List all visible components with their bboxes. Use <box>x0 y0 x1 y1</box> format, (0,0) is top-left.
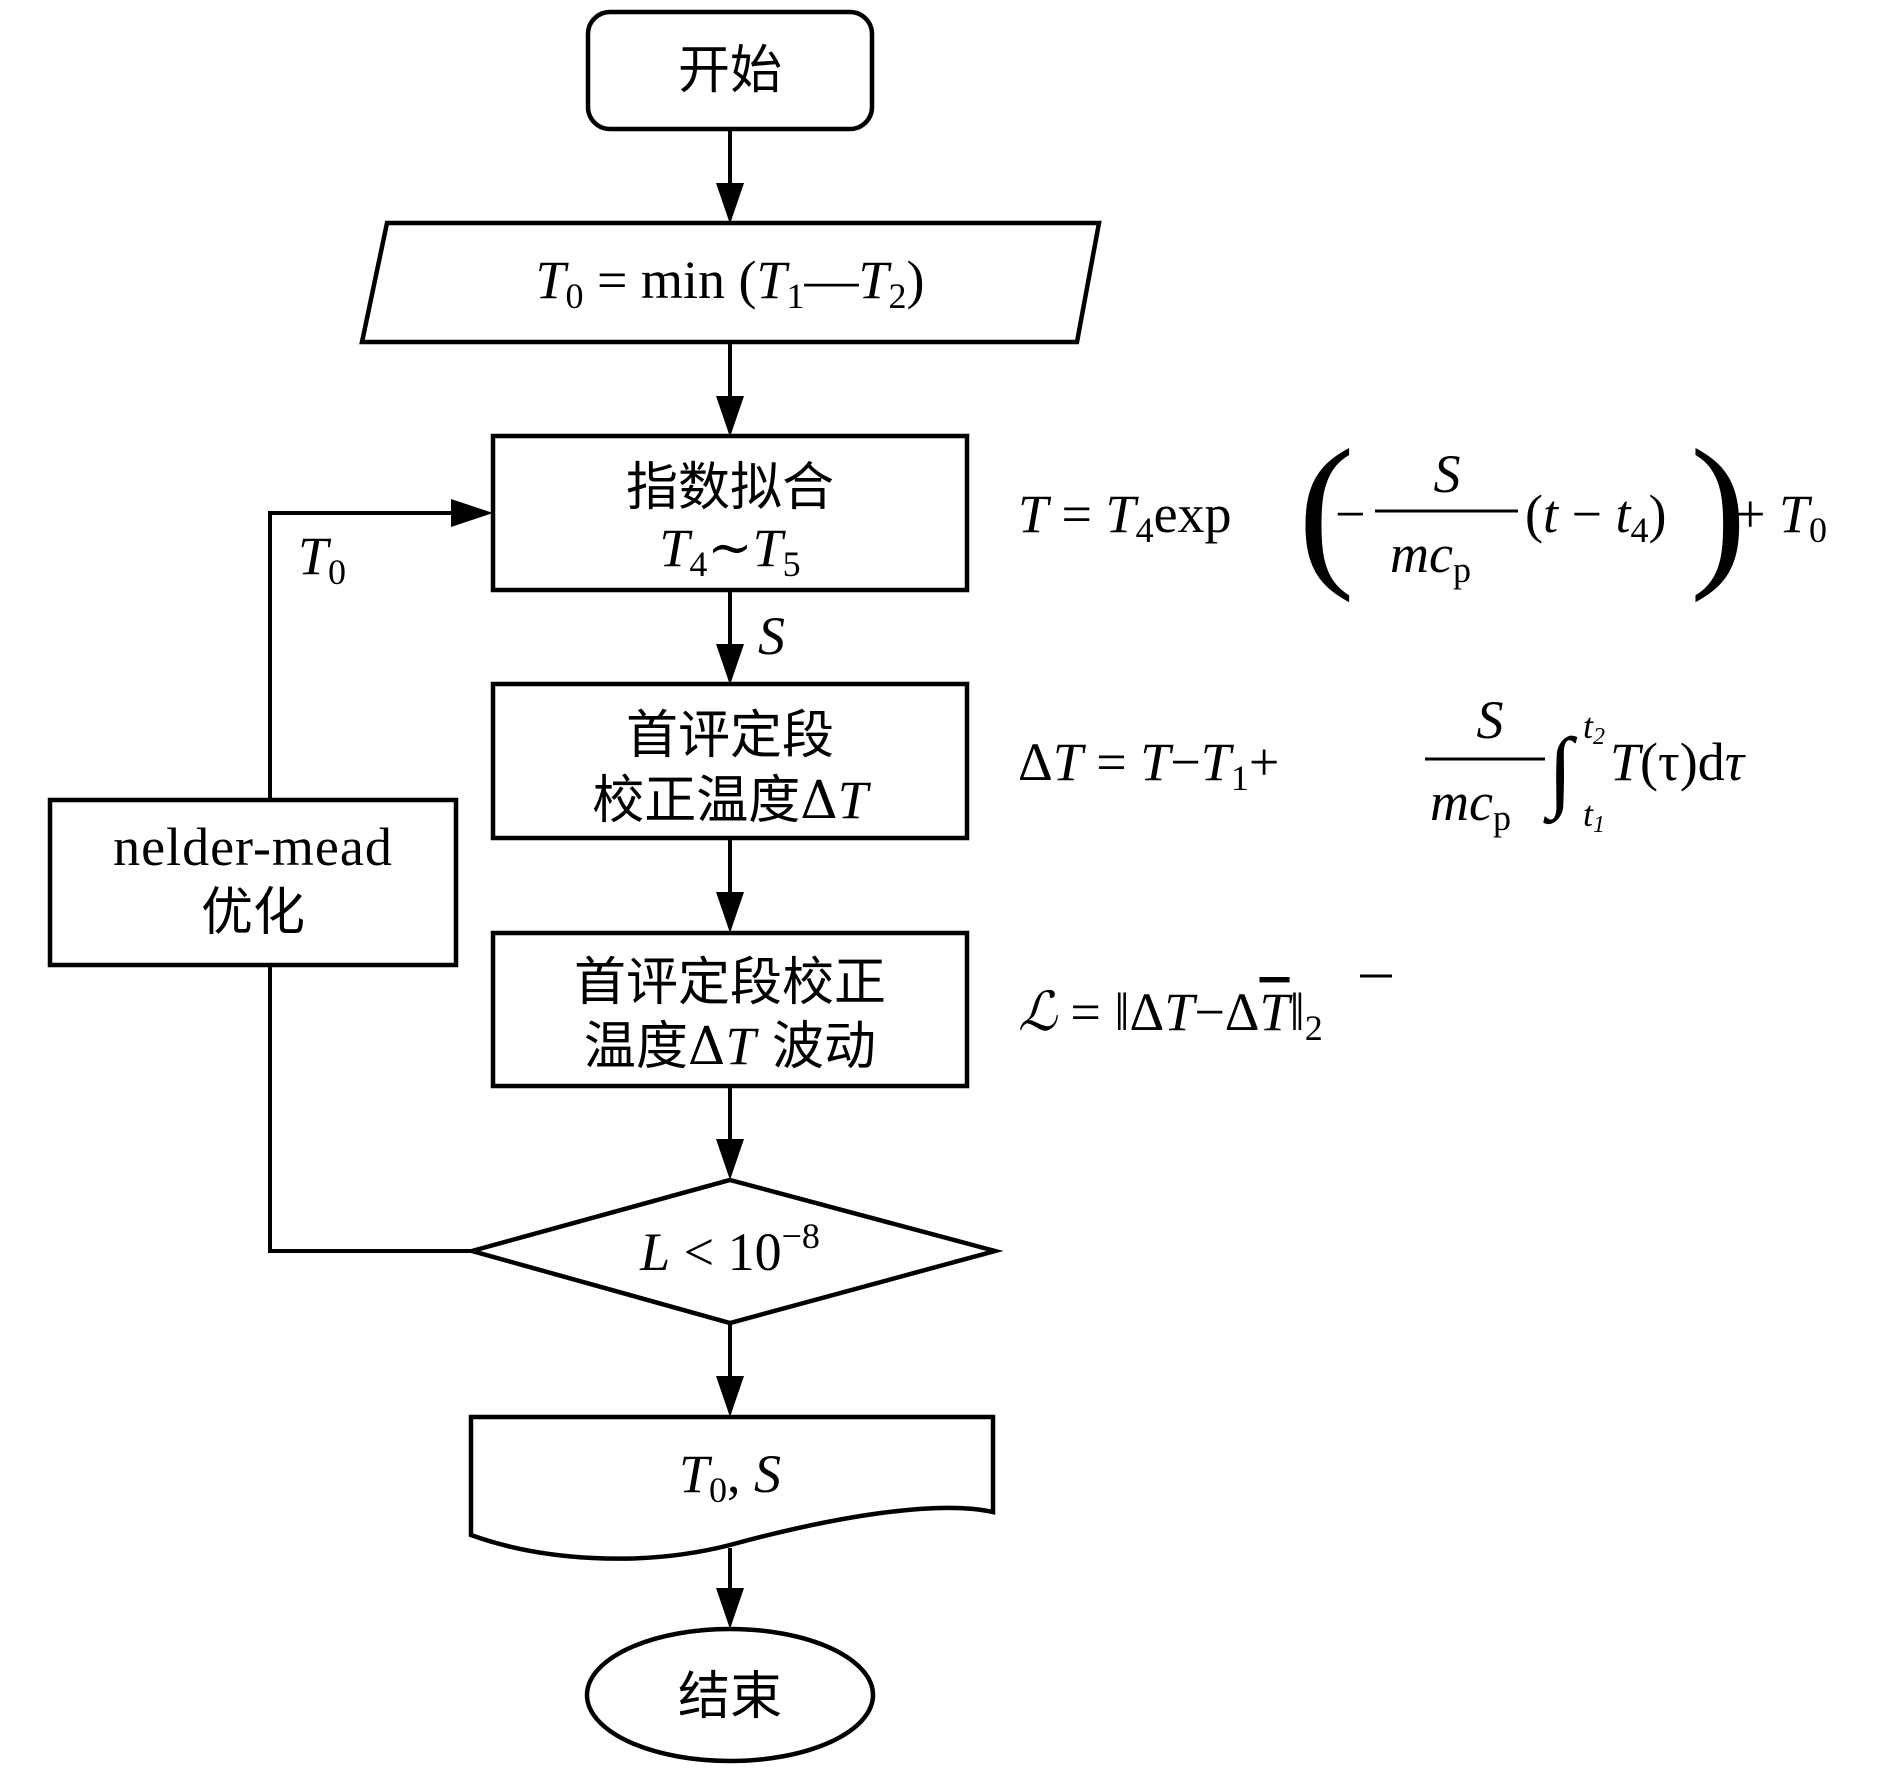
arrowhead-icon <box>716 644 744 685</box>
arrowhead-icon <box>716 892 744 933</box>
edge-label-s: S <box>758 606 785 666</box>
end-node: 结束 <box>584 1626 876 1764</box>
connectors <box>268 129 744 1629</box>
big-paren-left: ( <box>1298 415 1355 603</box>
start-node: 开始 <box>585 9 875 132</box>
arrowhead-icon <box>716 1588 744 1629</box>
decision-node: L < 10−8 <box>463 1177 1004 1326</box>
fit-node: 指数拟合 T4∼T5 <box>490 433 970 593</box>
fit-label-line2: T4∼T5 <box>659 518 800 584</box>
edge-optimizer-to-fit <box>268 511 465 800</box>
svg-text:t2: t2 <box>1583 706 1605 750</box>
arrowhead-icon <box>716 1376 744 1417</box>
arrowhead-icon <box>716 396 744 437</box>
arrowhead-icon <box>451 499 493 527</box>
svg-text:S: S <box>1434 444 1461 504</box>
decision-condition: L < 10−8 <box>639 1216 820 1282</box>
init-formula: T0 = min (T1—T2) <box>535 250 924 316</box>
svg-text:+ T0: + T0 <box>1735 484 1827 550</box>
integral-sign: ∫ <box>1543 721 1578 825</box>
svg-text:mcp: mcp <box>1430 772 1511 838</box>
optimizer-node: nelder-mead 优化 <box>47 797 459 968</box>
svg-text:T = T4exp: T = T4exp <box>1018 484 1232 550</box>
svg-text:t1: t1 <box>1583 794 1605 838</box>
svg-text:S: S <box>1477 690 1504 750</box>
fluctuation-node: 首评定段校正 温度ΔT 波动 <box>490 930 970 1089</box>
formula-corrected-temperature: ΔT = T−T1+ S mcp ∫ t2 t1 T(τ)dτ <box>1018 690 1746 838</box>
optimizer-label-line1: nelder-mead <box>113 817 393 877</box>
init-node: T0 = min (T1—T2) <box>359 220 1102 345</box>
svg-text:T(τ)dτ: T(τ)dτ <box>1610 732 1746 792</box>
fluct-label-line1: 首评定段校正 <box>574 953 886 1013</box>
loop-label-t0: T0 <box>298 526 346 592</box>
correct-node: 首评定段 校正温度ΔT <box>490 681 970 841</box>
end-label: 结束 <box>678 1667 782 1727</box>
arrowhead-icon <box>716 1139 744 1180</box>
edge-decision-to-optimizer <box>268 965 472 1253</box>
svg-text:ΔT = T−T1+: ΔT = T−T1+ <box>1018 732 1279 798</box>
formula-exponential-fit: T = T4exp ( − S mcp (t − t4) ) + T0 <box>1018 415 1827 603</box>
svg-text:−: − <box>1335 484 1365 544</box>
svg-text:mcp: mcp <box>1390 524 1471 590</box>
arrowhead-icon <box>716 183 744 224</box>
output-node: T0, S <box>468 1414 996 1561</box>
svg-text:(t − t4): (t − t4) <box>1525 484 1666 550</box>
start-label: 开始 <box>678 41 782 101</box>
optimizer-label-line2: 优化 <box>201 883 305 943</box>
formula-loss: ℒ = ‖ΔT−ΔT‖2 <box>1018 974 1392 1048</box>
fit-label-line1: 指数拟合 <box>626 458 834 518</box>
correct-label-line2: 校正温度ΔT <box>592 770 872 831</box>
output-label: T0, S <box>679 1444 781 1510</box>
svg-text:ℒ = ‖ΔT−ΔT‖2: ℒ = ‖ΔT−ΔT‖2 <box>1018 982 1323 1048</box>
fluct-label-line2: 温度ΔT 波动 <box>584 1016 876 1077</box>
big-paren-right: ) <box>1690 415 1747 603</box>
correct-label-line1: 首评定段 <box>626 706 834 766</box>
